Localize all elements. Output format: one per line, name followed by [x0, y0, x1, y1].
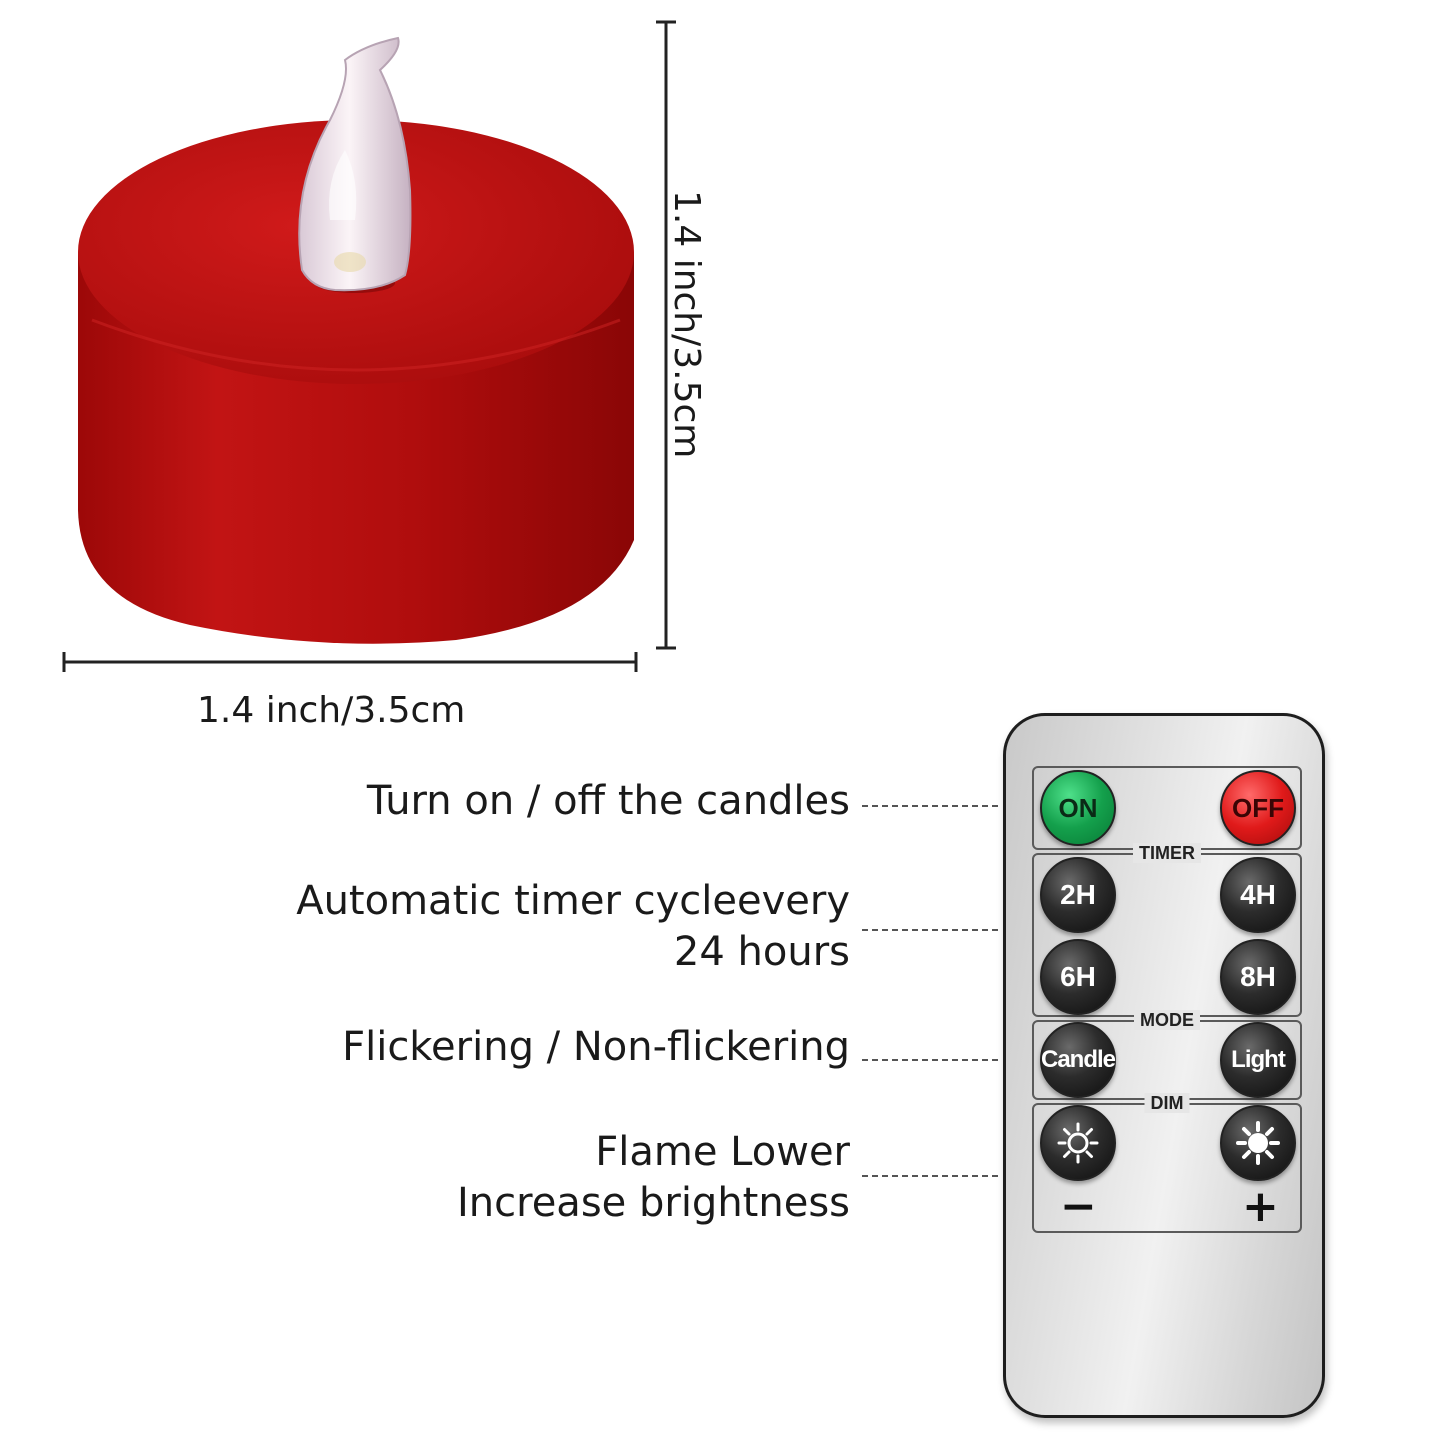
leader-line-mode [862, 1059, 998, 1061]
dim-up-button[interactable] [1220, 1105, 1296, 1181]
dim-minus-sign: − [1060, 1181, 1097, 1232]
width-dimension-label: 1.4 inch/3.5cm [197, 690, 466, 731]
timer-2h-button[interactable]: 2H [1040, 857, 1116, 933]
annotation-mode: Flickering / Non-flickering [342, 1024, 850, 1070]
timer-panel: TIMER 2H 4H 6H 8H [1032, 843, 1302, 1017]
dim-down-button[interactable] [1040, 1105, 1116, 1181]
dim-panel-title: DIM [1144, 1093, 1190, 1113]
annotation-dim: Flame Lower Increase brightness [456, 1129, 850, 1226]
led-flame [298, 36, 412, 292]
power-panel: ON OFF [1032, 766, 1302, 850]
annotation-on-off: Turn on / off the candles [366, 778, 850, 824]
mode-panel: MODE Candle Light [1032, 1010, 1302, 1100]
mode-candle-button[interactable]: Candle [1040, 1022, 1116, 1098]
dim-panel: DIM − [1032, 1093, 1302, 1233]
remote-control: ON OFF TIMER 2H 4H 6H 8H MODE Candle Lig… [1003, 713, 1325, 1418]
mode-light-button[interactable]: Light [1220, 1022, 1296, 1098]
leader-line-dim [862, 1175, 998, 1177]
on-button[interactable]: ON [1040, 770, 1116, 846]
sun-outline-icon [1057, 1122, 1099, 1164]
leader-line-timer [862, 929, 998, 931]
dim-plus-sign: + [1242, 1181, 1279, 1232]
timer-4h-button[interactable]: 4H [1220, 857, 1296, 933]
sun-filled-icon [1236, 1121, 1280, 1165]
leader-line-on-off [862, 805, 998, 807]
timer-8h-button[interactable]: 8H [1220, 939, 1296, 1015]
mode-panel-title: MODE [1134, 1010, 1200, 1030]
height-dimension-label: 1.4 inch/3.5cm [666, 190, 707, 459]
off-button[interactable]: OFF [1220, 770, 1296, 846]
tea-light-candle-image [62, 20, 676, 672]
annotation-timer: Automatic timer cycleevery 24 hours [296, 878, 850, 975]
timer-panel-title: TIMER [1133, 843, 1201, 863]
timer-6h-button[interactable]: 6H [1040, 939, 1116, 1015]
